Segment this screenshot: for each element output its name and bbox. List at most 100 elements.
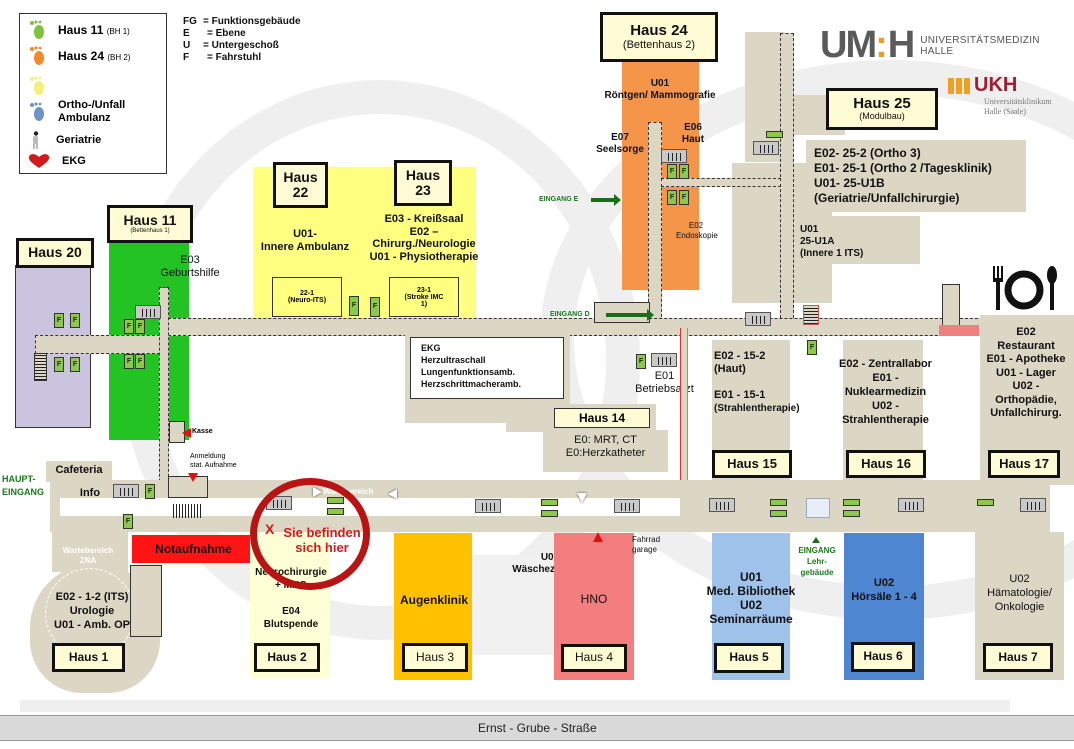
elevator-icon <box>766 131 783 138</box>
stairs-icon <box>113 484 139 498</box>
wartebereich-zna-area <box>52 532 128 572</box>
eingang-d-label[interactable]: EINGANG D <box>550 311 590 318</box>
legend-item: Haus 11 (BH 1) <box>28 20 130 40</box>
elevator-icon: F <box>679 190 689 205</box>
haus-6-label[interactable]: Haus 6 <box>851 642 915 672</box>
stairs-icon <box>173 504 203 518</box>
stairs-icon <box>709 498 735 512</box>
haus-7-label[interactable]: Haus 7 <box>983 643 1053 672</box>
elevator-icon: F <box>135 354 145 369</box>
stairs-icon <box>1020 498 1046 512</box>
waiting-arrow-icon <box>577 493 587 503</box>
legend-label: Haus 11 <box>58 23 104 37</box>
abbreviation-item: F= Fahrstuhl <box>183 52 262 63</box>
elevator-icon: F <box>70 313 80 328</box>
legend-item <box>28 76 46 101</box>
abbreviation-list: FG= Funktionsgebäude E= Ebene U= Unterge… <box>183 16 301 64</box>
elevator-icon: F <box>135 319 145 334</box>
entrance-x-marker <box>806 498 830 518</box>
footprint-blue-icon <box>30 102 44 121</box>
legend-label: Ortho-/Unfall Ambulanz <box>58 99 126 124</box>
elevator-icon: F <box>145 484 155 499</box>
haus-1-label[interactable]: Haus 1 <box>52 643 125 672</box>
haus-15-label[interactable]: Haus 15 <box>712 450 792 478</box>
legend-item: Haus 24 (BH 2) <box>28 46 131 66</box>
haus-22-1-box: 22-1(Neuro-ITS) <box>272 277 342 317</box>
elevator-icon: F <box>349 296 359 316</box>
stairs-icon <box>614 499 640 513</box>
elevator-icon: F <box>124 319 134 334</box>
legend-item: EKG <box>28 153 86 169</box>
corridor-connector <box>680 328 688 498</box>
haus-2-label[interactable]: Haus 2 <box>254 643 320 672</box>
haus-14-building <box>543 430 668 472</box>
stairs-icon <box>753 141 779 155</box>
corridor-white-gap <box>60 498 680 516</box>
haus-17-label[interactable]: Haus 17 <box>988 450 1060 478</box>
haus-20-label[interactable]: Haus 20 <box>16 238 94 268</box>
kasse-marker-icon <box>182 428 191 438</box>
restaurant-annex <box>942 284 960 326</box>
haus-16-label[interactable]: Haus 16 <box>846 450 926 478</box>
elevator-icon: F <box>667 164 677 179</box>
haus-25-label[interactable]: Haus 25(Modulbau) <box>826 88 938 130</box>
you-are-here-circle[interactable] <box>250 478 370 590</box>
elevator-icon: F <box>667 190 677 205</box>
cafeteria-label: Cafeteria <box>55 464 103 476</box>
restaurant-cutlery-icon <box>993 266 1057 310</box>
waiting-arrow-icon <box>388 489 397 499</box>
notaufnahme-label: Notaufnahme <box>155 542 232 556</box>
eingang-d-arrow-icon <box>606 309 654 321</box>
corridor <box>35 335 165 354</box>
notaufnahme-building[interactable] <box>132 535 255 563</box>
elevator-icon: F <box>124 354 134 369</box>
haus-14-label[interactable]: Haus 14 <box>554 408 650 428</box>
haus-11-label[interactable]: Haus 11(Bettenhaus 1) <box>107 205 193 243</box>
legend-sublabel: (BH 2) <box>107 53 131 62</box>
haus-1-ramp <box>130 565 162 637</box>
footprint-orange-icon <box>30 46 44 65</box>
haupteingang-label[interactable]: HAUPT-EINGANG <box>2 474 45 497</box>
elevator-icon <box>770 499 787 506</box>
stairs-icon <box>898 498 924 512</box>
elevator-icon: F <box>54 357 64 372</box>
haus-5-label[interactable]: Haus 5 <box>714 643 784 673</box>
you-are-here-marker: X <box>265 521 275 537</box>
legend-item: Ortho-/Unfall Ambulanz <box>28 99 138 124</box>
elevator-icon: F <box>54 313 64 328</box>
eingang-e-label[interactable]: EINGANG E <box>539 196 579 203</box>
eingang-lehr-arrow-icon <box>812 537 820 543</box>
haus-25-dept: E02- 25-2 (Ortho 3)E01- 25-1 (Ortho 2 /T… <box>814 146 992 205</box>
elevator-icon <box>843 510 860 517</box>
umh-logo: UM : H UNIVERSITÄTSMEDIZIN HALLE <box>820 24 1040 66</box>
haus-4-label[interactable]: Haus 4 <box>561 644 627 672</box>
haus-24-label[interactable]: Haus 24(Bettenhaus 2) <box>600 12 718 62</box>
anmeldung-marker-icon <box>188 473 198 482</box>
haus-3-label[interactable]: Haus 3 <box>402 643 468 672</box>
eingang-e-arrow-icon <box>591 194 621 206</box>
cafeteria-block <box>46 461 112 482</box>
haus-3-dept: Augenklinik <box>399 593 468 607</box>
stairs-icon <box>661 149 687 163</box>
elevator-icon <box>541 510 558 517</box>
corridor <box>780 33 794 323</box>
